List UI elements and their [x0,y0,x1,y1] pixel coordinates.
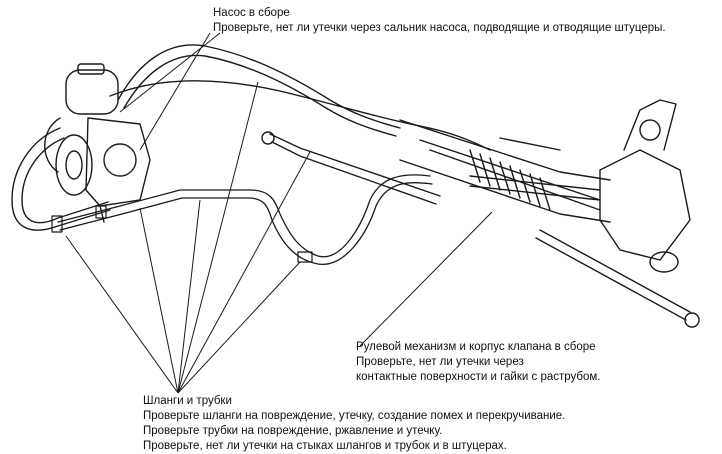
steering-column [623,99,677,151]
leader-rack [359,211,493,347]
hose-clamp [51,215,63,233]
pump-body [85,117,151,207]
pressure-line [109,80,491,151]
pump-pulley [55,134,93,196]
valve-port [649,251,679,273]
leader-hoses-2 [139,207,179,394]
leader-pump-1 [139,32,211,151]
cooler-loop-inner [21,137,109,224]
leader-hoses-6 [177,151,311,394]
rack-bellows [469,149,551,211]
return-hose-outer [117,44,401,129]
pump-reservoir [65,69,119,115]
tie-rod-right [535,229,691,321]
leader-hoses-4 [177,81,259,394]
rack-callout-line: Проверьте, нет ли утечки через [356,356,524,368]
rack-callout-title: Рулевой механизм и корпус клапана в сбор… [356,341,596,353]
ball-joint-left [261,131,275,145]
pump-callout: Насос в сборе Проверьте, нет ли утечки ч… [213,6,666,36]
pump-boss [103,143,137,177]
lower-tube [57,174,431,258]
rack-callout-line: контактные поверхности и гайки с раструб… [356,371,601,383]
rack-tube [419,139,601,211]
hose-clamp [297,251,313,263]
hoses-callout: Шланги и трубки Проверьте шланги на повр… [143,394,565,454]
steering-joint [639,119,661,141]
leader-hoses-1 [65,235,179,394]
hoses [11,44,491,265]
leader-hoses-3 [177,199,201,394]
rack-lines [469,137,601,201]
leader-pump-2 [119,32,221,113]
valve-housing [599,149,691,261]
tie-rod-left [269,133,441,205]
leader-lines [65,32,493,394]
cooler-loop-outer [11,127,111,231]
rack-housing-top [399,119,611,181]
steering-rack [261,99,700,328]
return-hose-inner [123,54,397,137]
pump-callout-line: Проверьте, нет ли утечки через сальник н… [213,22,666,34]
hoses-callout-line: Проверьте трубки на повреждение, ржавлен… [143,425,443,437]
lower-tube-2 [59,181,433,265]
hose-clamp [95,205,107,219]
rack-housing-bottom [399,159,611,223]
ball-joint-right [684,312,700,328]
hoses-callout-title: Шланги и трубки [143,395,232,407]
pump-pulley-hub [65,150,83,180]
hoses-callout-line: Проверьте шланги на повреждение, утечку,… [143,410,566,422]
pump-callout-title: Насос в сборе [213,7,290,19]
rack-callout: Рулевой механизм и корпус клапана в сбор… [356,340,601,385]
hoses-callout-line: Проверьте, нет ли утечки на стыках шланг… [143,440,507,452]
leader-hoses-5 [177,261,301,394]
reservoir-cap [77,63,105,75]
